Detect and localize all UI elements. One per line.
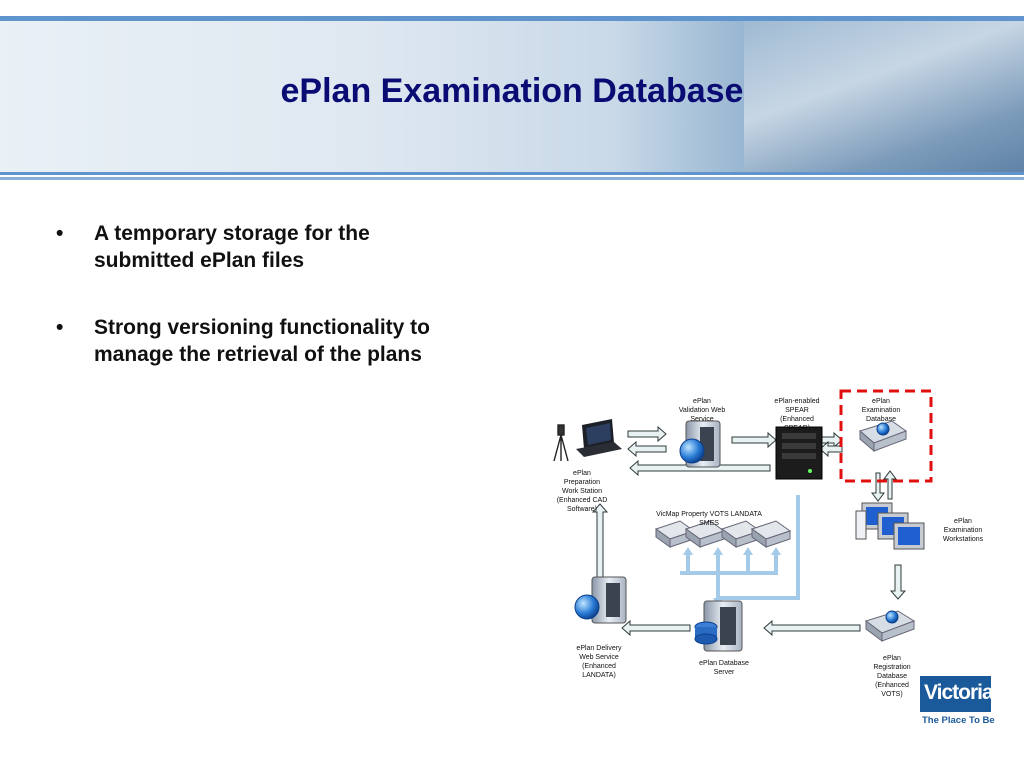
delivery-label-line: ePlan Delivery: [576, 645, 622, 652]
bullet-list: • A temporary storage for the submitted …: [56, 220, 446, 408]
registration-label-line: Database: [877, 673, 907, 680]
top-rule: [0, 16, 1024, 21]
bullet-item: • A temporary storage for the submitted …: [56, 220, 446, 274]
data-source-disks: [654, 520, 792, 548]
delivery-label-line: LANDATA): [582, 672, 616, 679]
database-server-label-line: Server: [714, 669, 735, 676]
bullet-marker: •: [56, 222, 64, 245]
bullet-marker: •: [56, 316, 64, 339]
panel-arrows: [591, 425, 907, 637]
examination-database-icon: [858, 420, 908, 453]
highlight-box: [839, 389, 933, 483]
delivery-label-line: (Enhanced: [582, 663, 616, 670]
sources-label-line: SMES: [699, 520, 719, 527]
spear-label-line: SPEAR): [784, 425, 810, 432]
tripod-icon: [553, 424, 569, 462]
system-diagram: ePlan Validation Web Service ePlan-enabl…: [553, 389, 984, 698]
validation-label-line: Validation Web: [679, 407, 726, 414]
logo-word: Victoria: [924, 681, 994, 704]
database-server-label-line: ePlan Database: [699, 660, 749, 667]
registration-label-line: VOTS): [881, 691, 902, 698]
database-server-icon: [694, 600, 743, 652]
workstations-label-line: ePlan: [954, 518, 972, 525]
registration-database-icon: [864, 610, 916, 642]
spear-label-line: SPEAR: [785, 407, 809, 414]
sources-label-line: VicMap Property VOTS LANDATA: [656, 511, 762, 518]
logo-box: Victoria: [920, 676, 994, 712]
workstations-label-line: Workstations: [943, 536, 984, 543]
spear-server-icon: [775, 426, 823, 480]
victoria-logo: Victoria The Place To Be: [920, 676, 995, 728]
spear-label-line: ePlan-enabled: [774, 398, 819, 405]
preparation-label-line: Work Station: [562, 488, 602, 495]
banner-camera-image: [744, 21, 1024, 172]
bullet-text: A temporary storage for the submitted eP…: [94, 222, 370, 272]
validation-label-line: Service: [690, 416, 713, 423]
bullet-item: • Strong versioning functionality to man…: [56, 314, 446, 368]
preparation-label-line: (Enhanced CAD: [557, 497, 608, 504]
preparation-label-line: ePlan: [573, 470, 591, 477]
registration-label-line: (Enhanced: [875, 682, 909, 689]
workstations-label-line: Examination: [944, 527, 983, 534]
spear-label-line: (Enhanced: [780, 416, 814, 423]
examination-db-label-line: Examination: [862, 407, 901, 414]
landata-disk-icon: [750, 520, 792, 548]
preparation-label-line: Software): [567, 506, 597, 513]
workstations-icon: [855, 502, 925, 550]
delivery-label-line: Web Service: [579, 654, 619, 661]
slide-title: ePlan Examination Database: [280, 72, 744, 110]
laptop-icon: [576, 419, 622, 457]
examination-db-label-line: Database: [866, 416, 896, 423]
bullet-text: Strong versioning functionality to manag…: [94, 316, 430, 366]
delivery-server-icon: [574, 576, 627, 624]
registration-label-line: Registration: [873, 664, 910, 671]
logo-tagline: The Place To Be: [922, 715, 995, 726]
registration-label-line: ePlan: [883, 655, 901, 662]
blue-connectors: [680, 495, 800, 600]
validation-label-line: ePlan: [693, 398, 711, 405]
examination-db-label-line: ePlan: [872, 398, 890, 405]
preparation-label-line: Preparation: [564, 479, 600, 486]
bottom-rule-1: [0, 172, 1024, 175]
bottom-rule-2: [0, 177, 1024, 180]
validation-server-icon: [679, 420, 721, 468]
header-banner: [0, 21, 1024, 172]
